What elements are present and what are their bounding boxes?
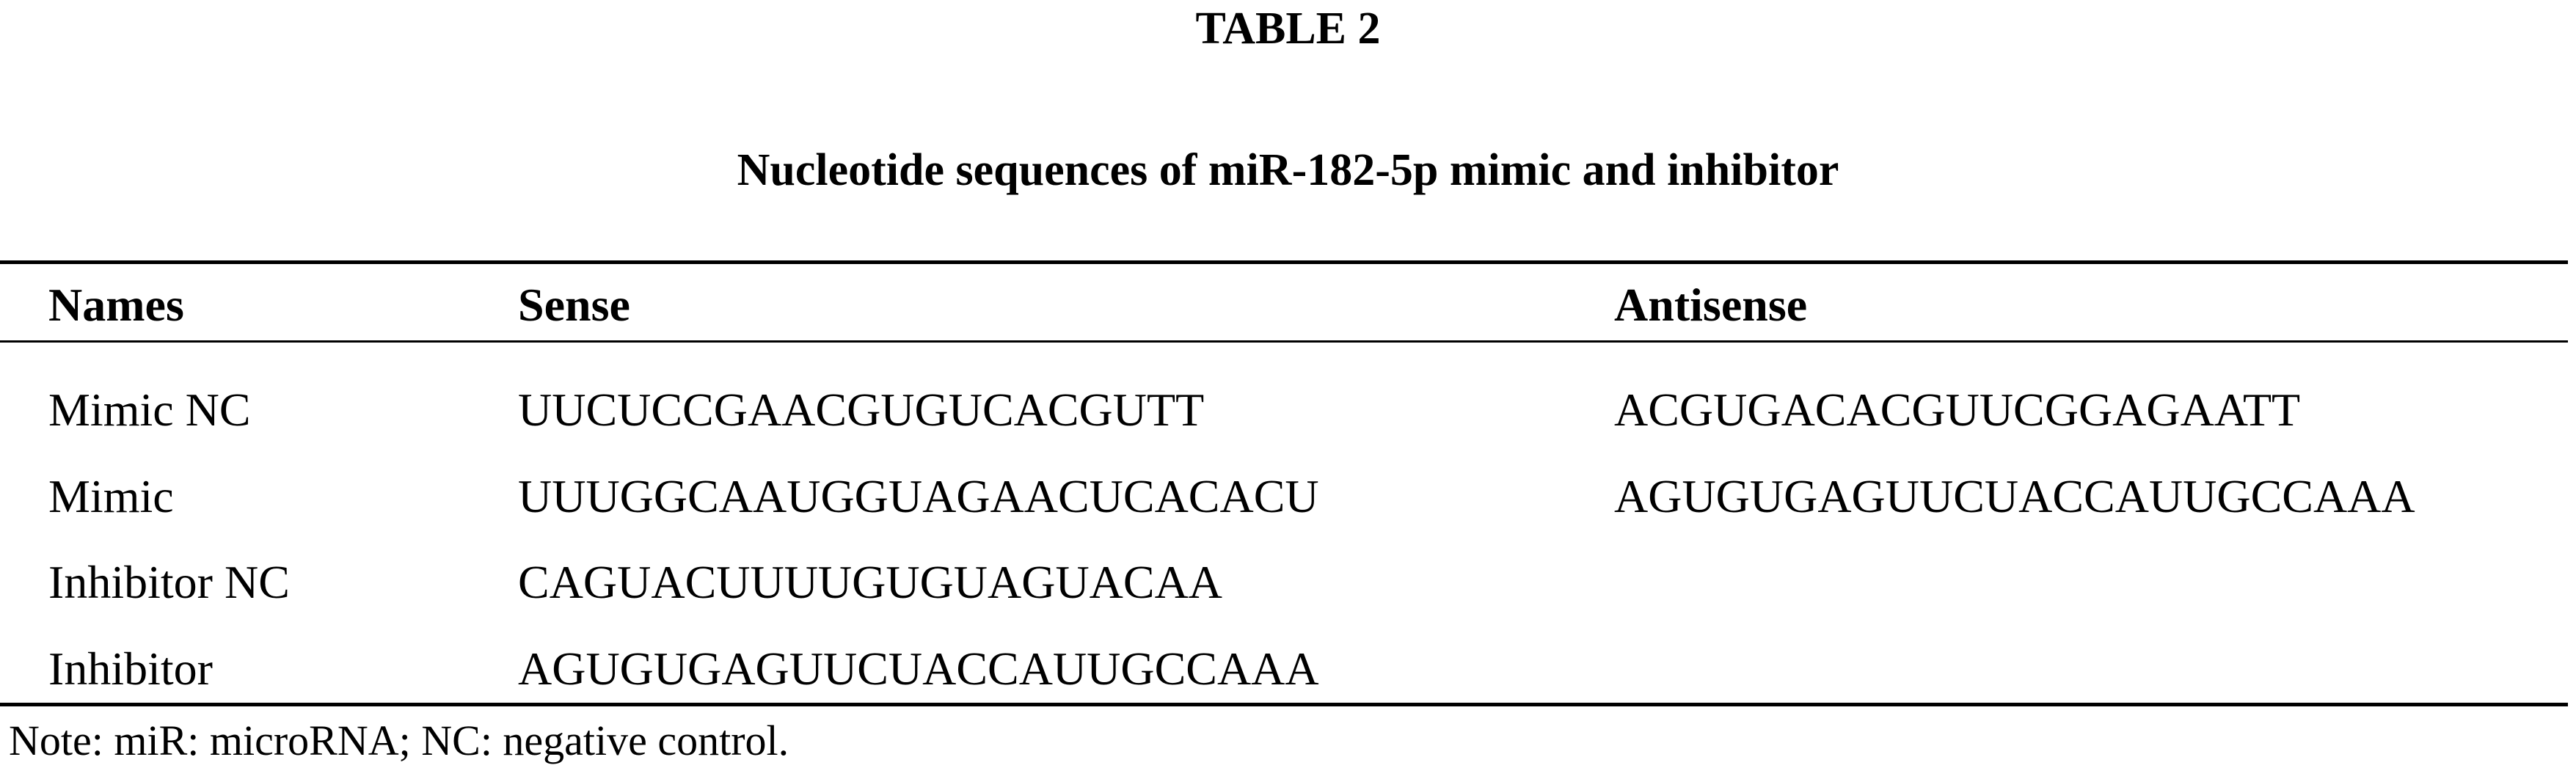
- table-header-rule: [0, 340, 2568, 343]
- row-name: Mimic: [48, 470, 174, 522]
- table-label: TABLE 2: [1195, 4, 1381, 54]
- row-name: Inhibitor: [48, 643, 213, 695]
- column-header-names: Names: [48, 279, 184, 331]
- row-sense-sequence: CAGUACUUUUGUGUAGUACAA: [518, 556, 1222, 608]
- row-antisense-sequence: AGUGUGAGUUCUACCAUUGCCAAA: [1614, 470, 2415, 522]
- table-footnote: Note: miR: microRNA; NC: negative contro…: [9, 717, 789, 764]
- row-sense-sequence: UUCUCCGAACGUGUCACGUTT: [518, 384, 1205, 436]
- table-top-rule: [0, 260, 2568, 264]
- row-sense-sequence: AGUGUGAGUUCUACCAUUGCCAAA: [518, 643, 1319, 695]
- row-name: Inhibitor NC: [48, 556, 290, 608]
- column-header-antisense: Antisense: [1614, 279, 1808, 331]
- row-sense-sequence: UUUGGCAAUGGUAGAACUCACACU: [518, 470, 1319, 522]
- row-antisense-sequence: ACGUGACACGUUCGGAGAATT: [1614, 384, 2301, 436]
- table-caption: Nucleotide sequences of miR-182-5p mimic…: [737, 145, 1839, 195]
- row-name: Mimic NC: [48, 384, 251, 436]
- column-header-sense: Sense: [518, 279, 630, 331]
- table-bottom-rule: [0, 703, 2568, 706]
